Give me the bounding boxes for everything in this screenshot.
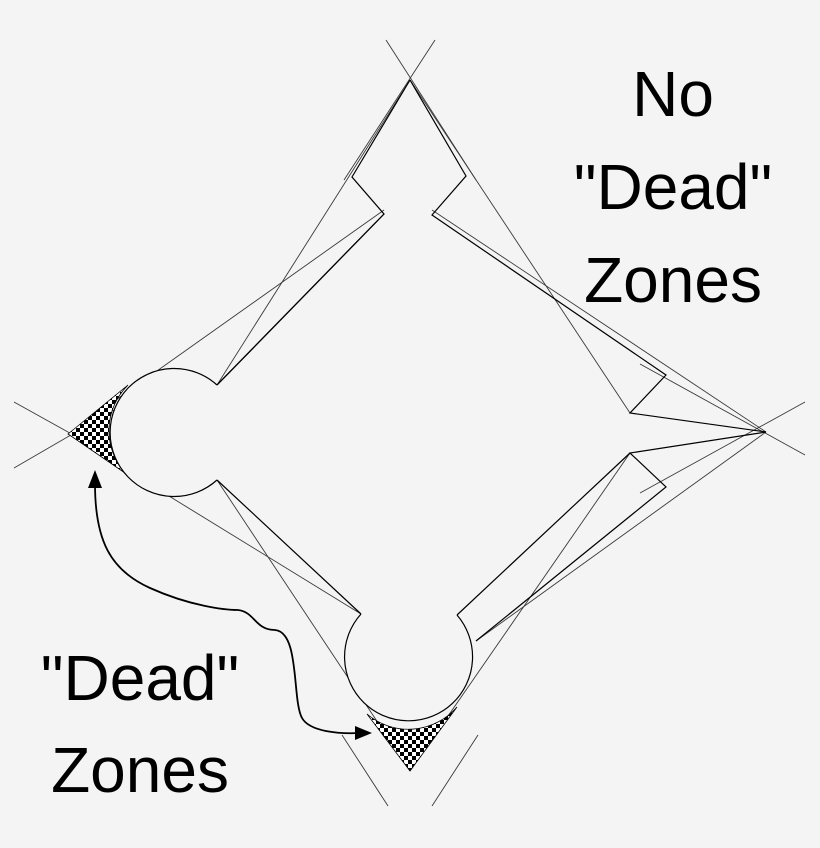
no-dead-zones-line1: No: [632, 58, 714, 130]
bottom-circle-right-edge: [456, 452, 631, 616]
dead-zones-line2: Zones: [51, 734, 229, 806]
top-cross-line: [343, 39, 436, 181]
arrowhead-right-icon: [355, 726, 372, 740]
dead-zones-label: "Dead" Zones: [10, 632, 270, 816]
sight-line: [431, 209, 767, 433]
sight-line: [409, 79, 631, 414]
no-dead-zones-line2: "Dead": [573, 151, 773, 223]
arrow-curve: [94, 483, 361, 735]
bottom-dead-zone: [366, 706, 458, 772]
bottom-circle: [343, 613, 474, 722]
bottom-cross-line: [431, 734, 479, 807]
right-cross-line: [639, 363, 806, 456]
pointer-arrow: [94, 483, 361, 735]
left-circle-top-edge: [216, 213, 385, 386]
circles: [109, 367, 474, 722]
left-circle: [109, 367, 218, 498]
arrowheads: [88, 470, 372, 740]
bottom-cross-line: [341, 734, 389, 807]
no-dead-zones-line3: Zones: [584, 244, 762, 316]
sight-line: [216, 79, 411, 386]
no-dead-zones-label: No "Dead" Zones: [548, 48, 798, 327]
dead-zones-line1: "Dead": [40, 642, 240, 714]
arrowhead-up-icon: [88, 470, 102, 488]
sight-line: [475, 431, 767, 642]
right-cross-line: [639, 401, 806, 494]
